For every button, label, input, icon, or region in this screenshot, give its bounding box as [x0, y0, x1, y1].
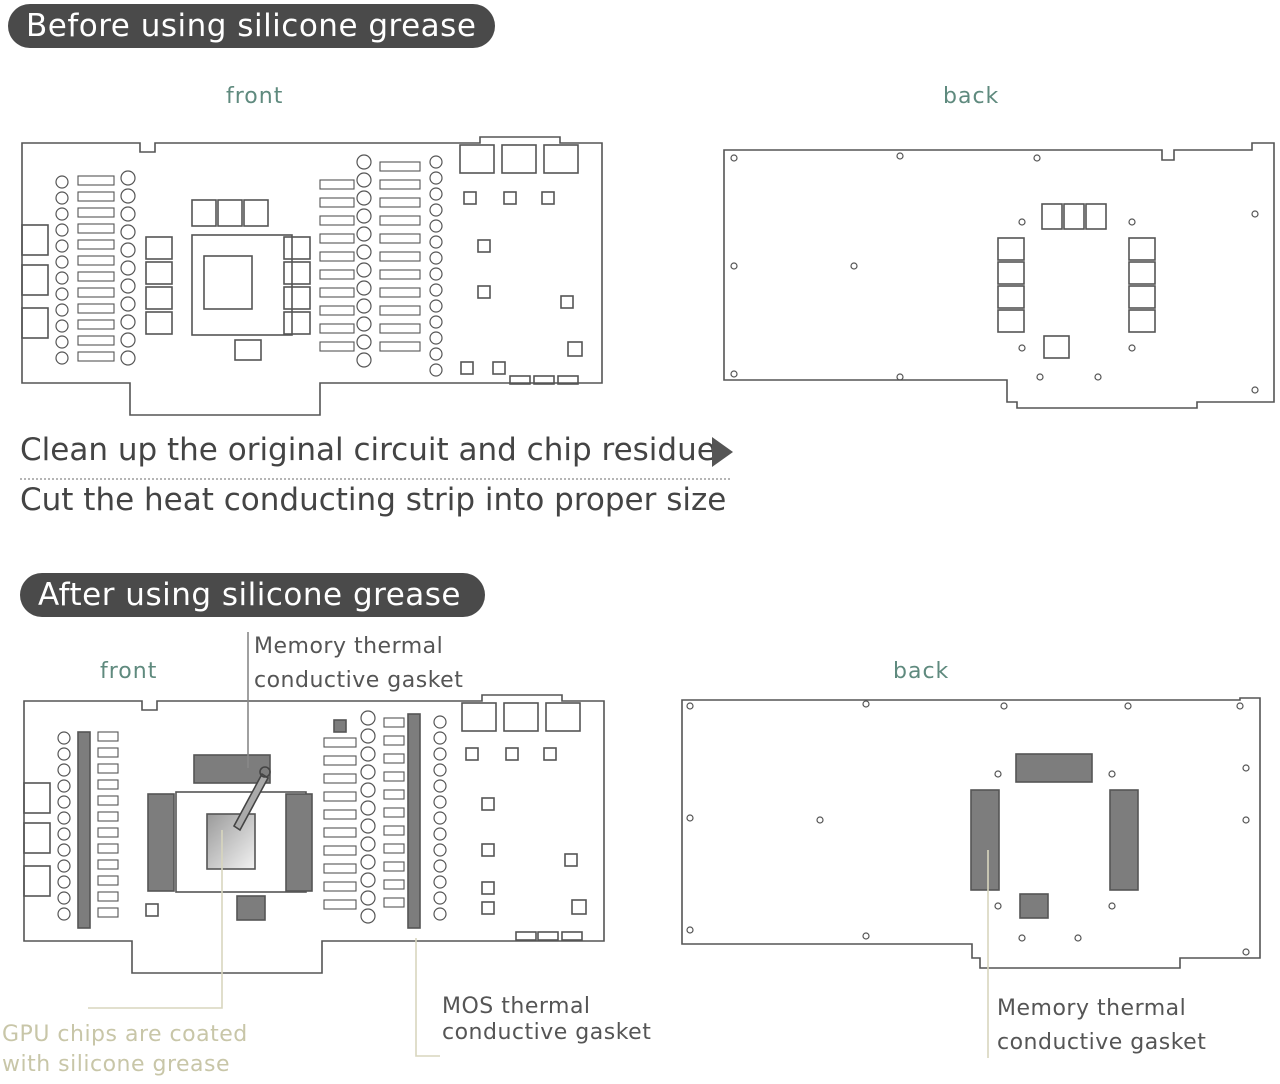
- after-front-board: [23, 694, 605, 974]
- after-section-title: After using silicone grease: [20, 573, 485, 617]
- callout-mos-line1: MOS thermal: [442, 994, 591, 1019]
- before-front-board: [21, 136, 603, 416]
- before-section-title: Before using silicone grease: [8, 4, 495, 48]
- step-clean-circuit-text: Clean up the original circuit and chip r…: [20, 432, 716, 468]
- step-clean-circuit: Clean up the original circuit and chip r…: [20, 432, 716, 468]
- callout-mos: MOS thermal conductive gasket: [442, 994, 651, 1046]
- after-front-label: front: [100, 659, 158, 684]
- gpu-chip-greased: [206, 813, 256, 870]
- step-divider: [20, 478, 730, 480]
- before-back-board: [723, 142, 1275, 409]
- after-back-label: back: [893, 659, 950, 684]
- callout-memory-back-line1: Memory thermal: [997, 996, 1187, 1021]
- step-cut-strip: Cut the heat conducting strip into prope…: [20, 482, 727, 518]
- callout-memory-back-line2: conductive gasket: [997, 1030, 1207, 1055]
- callout-gpu-grease: GPU chips are coated with silicone greas…: [2, 1020, 248, 1080]
- callout-memory-front: Memory thermal conductive gasket: [254, 630, 463, 698]
- syringe: [232, 772, 270, 832]
- after-back-board: [681, 697, 1261, 969]
- callout-gpu-line1: GPU chips are coated: [2, 1022, 248, 1047]
- callout-memory-front-line1: Memory thermal: [254, 634, 444, 659]
- before-back-label: back: [943, 84, 1000, 109]
- before-front-label: front: [226, 84, 284, 109]
- callout-gpu-line2: with silicone grease: [2, 1052, 231, 1077]
- play-arrow-icon: [712, 437, 733, 467]
- callout-memory-back: Memory thermal conductive gasket: [997, 992, 1206, 1060]
- callout-memory-front-line2: conductive gasket: [254, 668, 464, 693]
- callout-mos-line2: conductive gasket: [442, 1020, 652, 1045]
